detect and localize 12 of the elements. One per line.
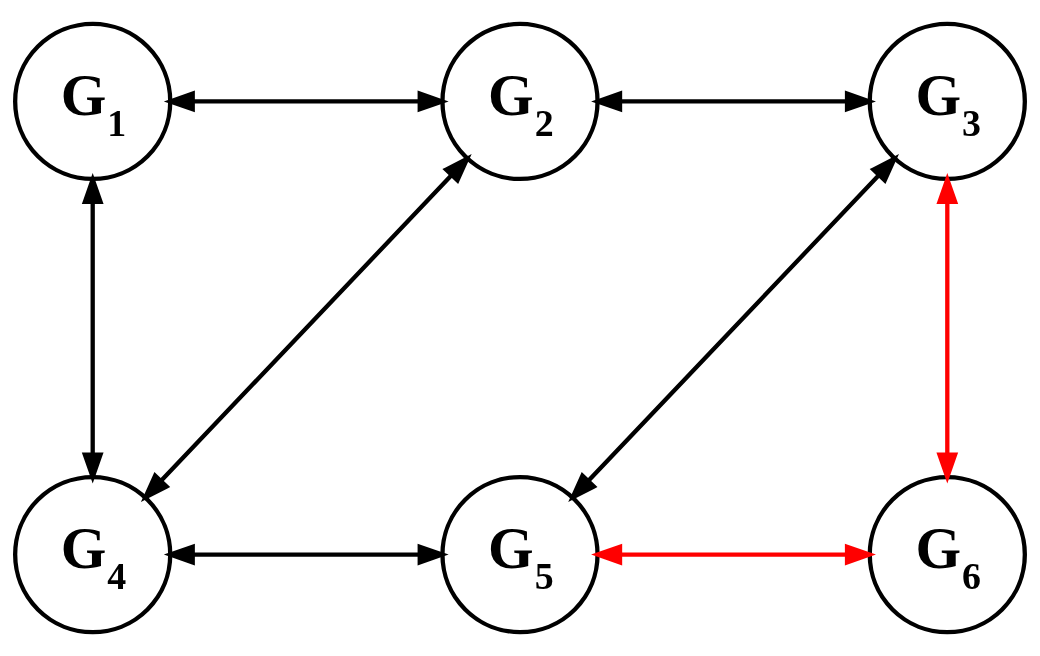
arrow [591, 543, 876, 566]
node-circle: G$_{6}$ [867, 474, 1027, 635]
arrow [568, 154, 899, 503]
arrow [591, 90, 876, 113]
arrow [140, 154, 472, 503]
arrow [163, 90, 449, 113]
node-circle: G$_{3}$ [867, 21, 1027, 182]
arrow [936, 172, 959, 484]
arrow [163, 543, 449, 566]
node-circle: G$_{1}$ [13, 21, 173, 182]
node-circle: G$_{2}$ [440, 21, 600, 182]
arrow [81, 172, 104, 484]
